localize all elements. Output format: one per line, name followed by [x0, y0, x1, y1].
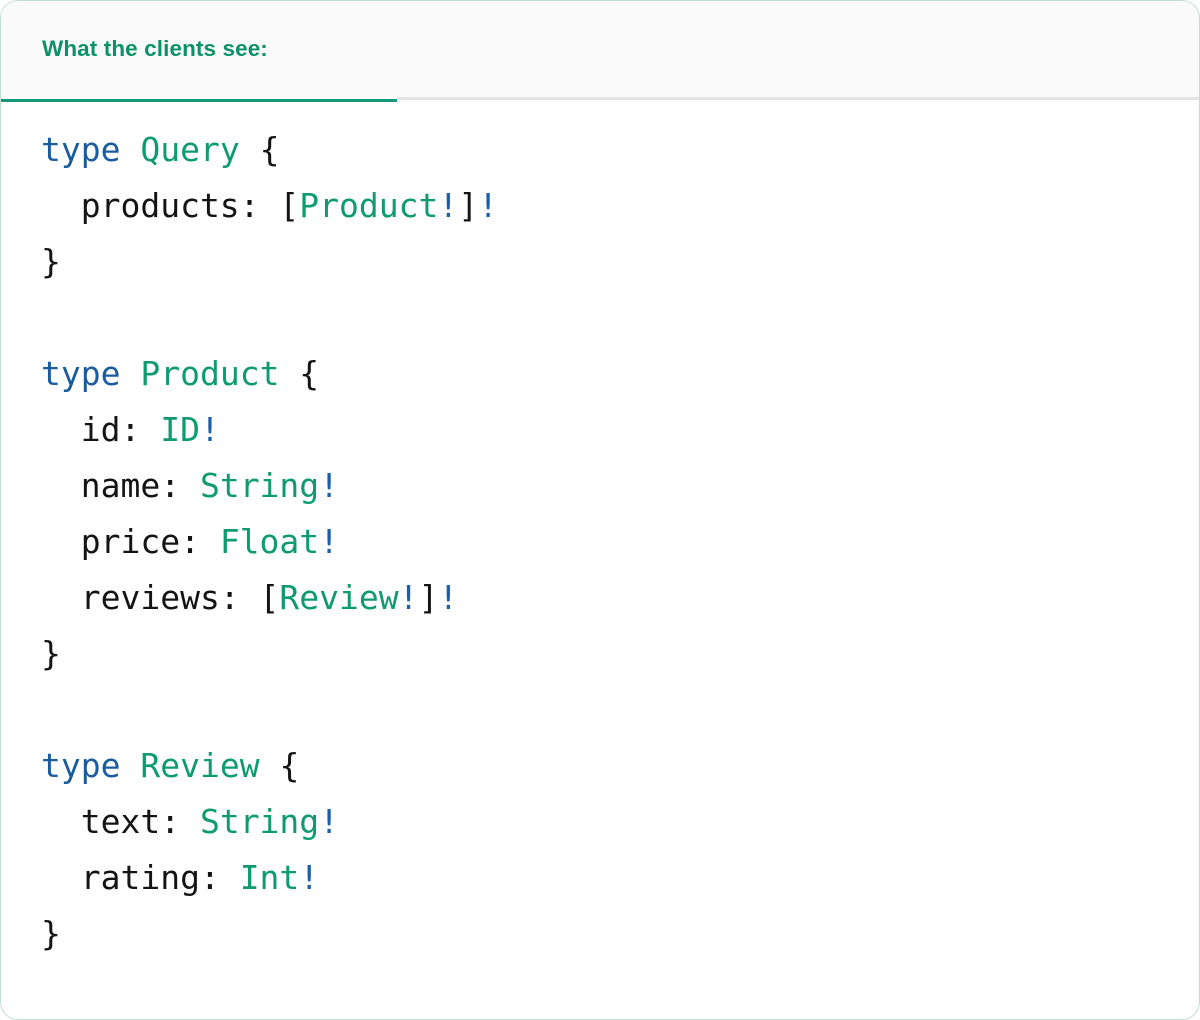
code-token: Float: [219, 522, 320, 561]
code-token: Query: [140, 130, 240, 169]
code-area: type Query { products: [Product!]!} type…: [1, 100, 1199, 962]
code-token: !: [299, 858, 320, 897]
code-token: Review: [140, 746, 260, 785]
code-token: }: [41, 242, 61, 281]
code-token: {: [279, 354, 320, 393]
code-token: products:: [41, 186, 280, 225]
code-token: [: [279, 186, 300, 225]
code-token: ]: [458, 186, 479, 225]
code-token: Product: [299, 186, 439, 225]
code-token: String: [199, 802, 320, 841]
code-line: products: [Product!]!: [41, 178, 1199, 234]
code-line: [41, 682, 1199, 738]
code-token: !: [319, 466, 340, 505]
code-line: type Query {: [41, 122, 1199, 178]
code-token: type: [41, 746, 121, 785]
code-token: type: [41, 354, 121, 393]
tab-label: What the clients see:: [42, 36, 268, 61]
code-token: name:: [41, 466, 200, 505]
code-token: !: [319, 522, 340, 561]
code-token: !: [398, 578, 419, 617]
code-token: reviews:: [41, 578, 260, 617]
code-line: text: String!: [41, 794, 1199, 850]
code-line: }: [41, 626, 1199, 682]
code-token: }: [41, 634, 61, 673]
code-token: !: [478, 186, 498, 225]
code-token: rating:: [41, 858, 240, 897]
code-token: !: [199, 410, 220, 449]
tab-what-the-clients-see[interactable]: What the clients see:: [1, 1, 397, 102]
code-token: ID: [160, 410, 200, 449]
code-token: price:: [41, 522, 220, 561]
code-line: price: Float!: [41, 514, 1199, 570]
code-token: Review: [279, 578, 399, 617]
code-line: name: String!: [41, 458, 1199, 514]
code-line: }: [41, 906, 1199, 962]
code-token: String: [199, 466, 320, 505]
code-token: Int: [239, 858, 300, 897]
code-line: reviews: [Review!]!: [41, 570, 1199, 626]
tab-strip: What the clients see:: [1, 1, 1199, 102]
code-token: !: [438, 578, 459, 617]
code-token: {: [259, 746, 300, 785]
code-line: [41, 290, 1199, 346]
graphql-schema-code[interactable]: type Query { products: [Product!]!} type…: [1, 122, 1199, 962]
code-token: [120, 746, 140, 785]
code-token: id:: [41, 410, 161, 449]
code-token: [: [259, 578, 280, 617]
code-line: type Product {: [41, 346, 1199, 402]
tab-active-indicator: [1, 98, 397, 102]
code-token: type: [41, 130, 121, 169]
code-line: rating: Int!: [41, 850, 1199, 906]
code-token: [120, 130, 140, 169]
code-line: }: [41, 234, 1199, 290]
code-token: ]: [418, 578, 439, 617]
code-line: type Review {: [41, 738, 1199, 794]
code-token: {: [239, 130, 280, 169]
code-token: }: [41, 914, 61, 953]
code-token: !: [319, 802, 340, 841]
code-token: [120, 354, 140, 393]
code-token: text:: [41, 802, 200, 841]
code-token: !: [438, 186, 459, 225]
code-token: Product: [140, 354, 280, 393]
code-line: id: ID!: [41, 402, 1199, 458]
